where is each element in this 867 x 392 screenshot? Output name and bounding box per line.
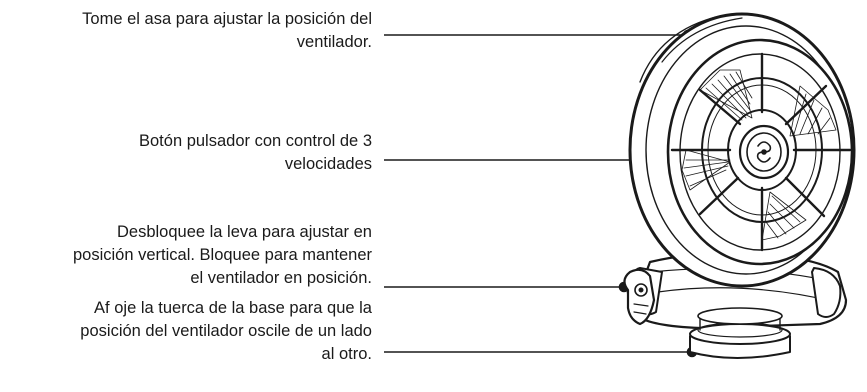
leader-tilt-cam: [384, 281, 630, 293]
tilt-cam-lever: [623, 268, 656, 326]
callout-base-nut-line-1: Af oje la tuerca de la base para que la: [94, 299, 372, 317]
callout-base-nut: Af oje la tuerca de la base para que la …: [80, 297, 372, 366]
callout-handle-line-1: Tome el asa para ajustar la posición del: [82, 10, 372, 28]
speed-button-hub: [738, 124, 790, 180]
callout-handle: Tome el asa para ajustar la posición del…: [82, 8, 372, 54]
callout-tilt-cam: Desbloquee la leva para ajustar en posic…: [73, 221, 372, 290]
callout-tilt-cam-line-1: Desbloquee la leva para ajustar en: [116, 223, 372, 241]
fan-illustration: [623, 12, 856, 359]
callout-tilt-cam-line-3: el ventilador en posición.: [190, 269, 372, 287]
callout-speed-button-line-2: velocidades: [284, 155, 372, 173]
leader-handle: [384, 29, 694, 41]
callout-tilt-cam-line-2: posición vertical. Bloquee para mantener: [72, 246, 372, 264]
leader-base-nut: [384, 346, 698, 358]
callout-base-nut-line-3: al otro.: [321, 345, 372, 363]
callout-handle-line-2: ventilador.: [296, 33, 372, 51]
grille-spokes: [670, 52, 852, 252]
callout-speed-button-line-1: Botón pulsador con control de 3: [139, 132, 372, 150]
callout-speed-button: Botón pulsador con control de 3 velocida…: [139, 130, 372, 176]
callout-base-nut-line-2: posición del ventilador oscile de un lad…: [80, 322, 372, 340]
fan-logo-icon: [756, 141, 772, 163]
